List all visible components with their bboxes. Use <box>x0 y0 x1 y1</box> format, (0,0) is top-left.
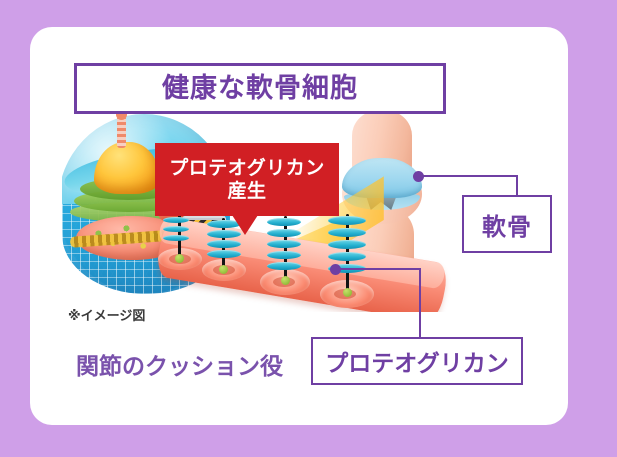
proteoglycan-leader-line-h <box>336 268 421 270</box>
cartilage-leader-line-h <box>419 175 517 177</box>
cushion-role-text: 関節のクッション役 <box>76 354 283 380</box>
proteoglycan-production-callout: プロテオグリカン 産生 <box>155 143 339 216</box>
callout-arrow-icon <box>232 215 258 235</box>
proteoglycan-label-box: プロテオグリカン <box>311 337 523 385</box>
image-note-text: ※イメージ図 <box>68 309 146 324</box>
proteoglycan-label-text: プロテオグリカン <box>325 351 509 377</box>
callout-line-2: 産生 <box>227 179 267 202</box>
cartilage-leader-line-v <box>516 175 518 197</box>
cell-spire-shape <box>116 112 127 148</box>
page-title: 健康な軟骨細胞 <box>74 63 446 114</box>
proteoglycan-leader-line-v <box>419 268 421 339</box>
callout-line-1: プロテオグリカン <box>169 157 325 180</box>
page-title-text: 健康な軟骨細胞 <box>162 73 358 104</box>
golgi-dome-shape <box>94 142 160 194</box>
cartilage-label-text: 軟骨 <box>482 212 532 241</box>
proteoglycan-leader-dot <box>330 264 341 275</box>
cartilage-label-box: 軟骨 <box>462 195 552 253</box>
cartilage-leader-dot <box>413 171 424 182</box>
